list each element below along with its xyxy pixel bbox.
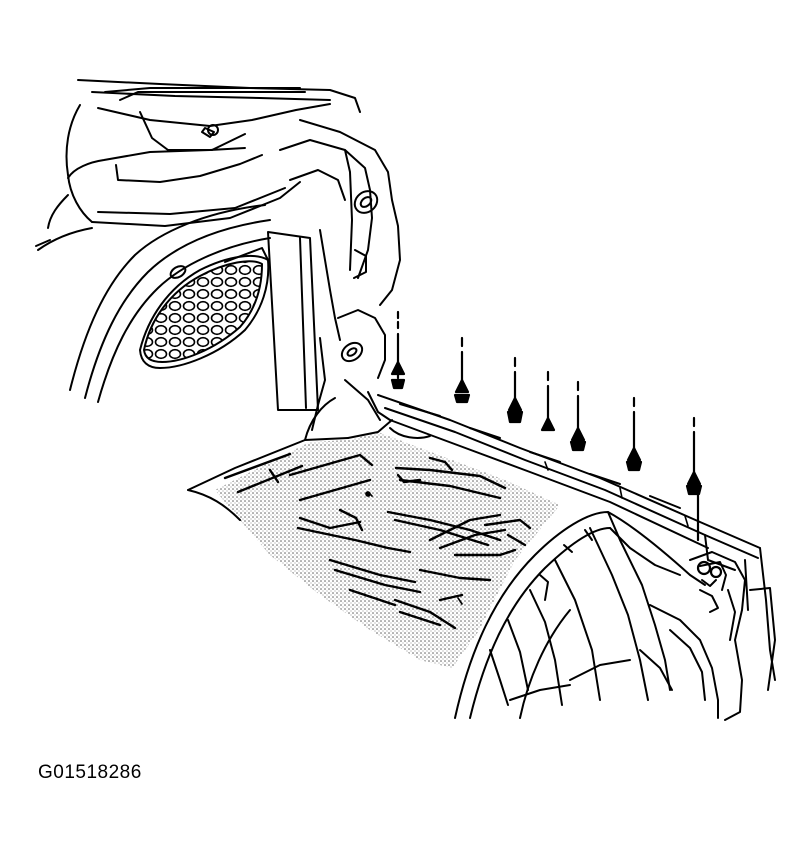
- trim-arch: [69, 204, 271, 403]
- fastener-arrow: [506, 356, 524, 424]
- fastener-arrow: [540, 370, 556, 432]
- floor-pan-outline: [187, 391, 393, 521]
- floor-pan-surface: [215, 432, 560, 668]
- quarter-trim-panel-upper: [279, 119, 401, 431]
- fastener-arrow: [685, 416, 703, 496]
- rear-bracket: [689, 551, 776, 721]
- fastener-arrow: [390, 310, 406, 390]
- rear-body-panel: [377, 394, 776, 681]
- fastener-arrows: [390, 310, 723, 579]
- panel-details: [365, 461, 689, 605]
- fastener-arrow: [453, 336, 471, 404]
- rear-compartment-illustration: [35, 79, 776, 721]
- package-shelf: [77, 79, 361, 151]
- seat-belt-strap: [267, 231, 319, 411]
- wheelhouse: [454, 511, 719, 719]
- rear-seat-back: [35, 104, 301, 251]
- figure-code-label: G01518286: [38, 762, 142, 783]
- fastener-arrow: [696, 492, 723, 579]
- speaker-grille: [139, 247, 270, 369]
- floor-ribs: [223, 452, 532, 630]
- fastener-arrow: [569, 380, 587, 452]
- fastener-arrow: [625, 396, 643, 472]
